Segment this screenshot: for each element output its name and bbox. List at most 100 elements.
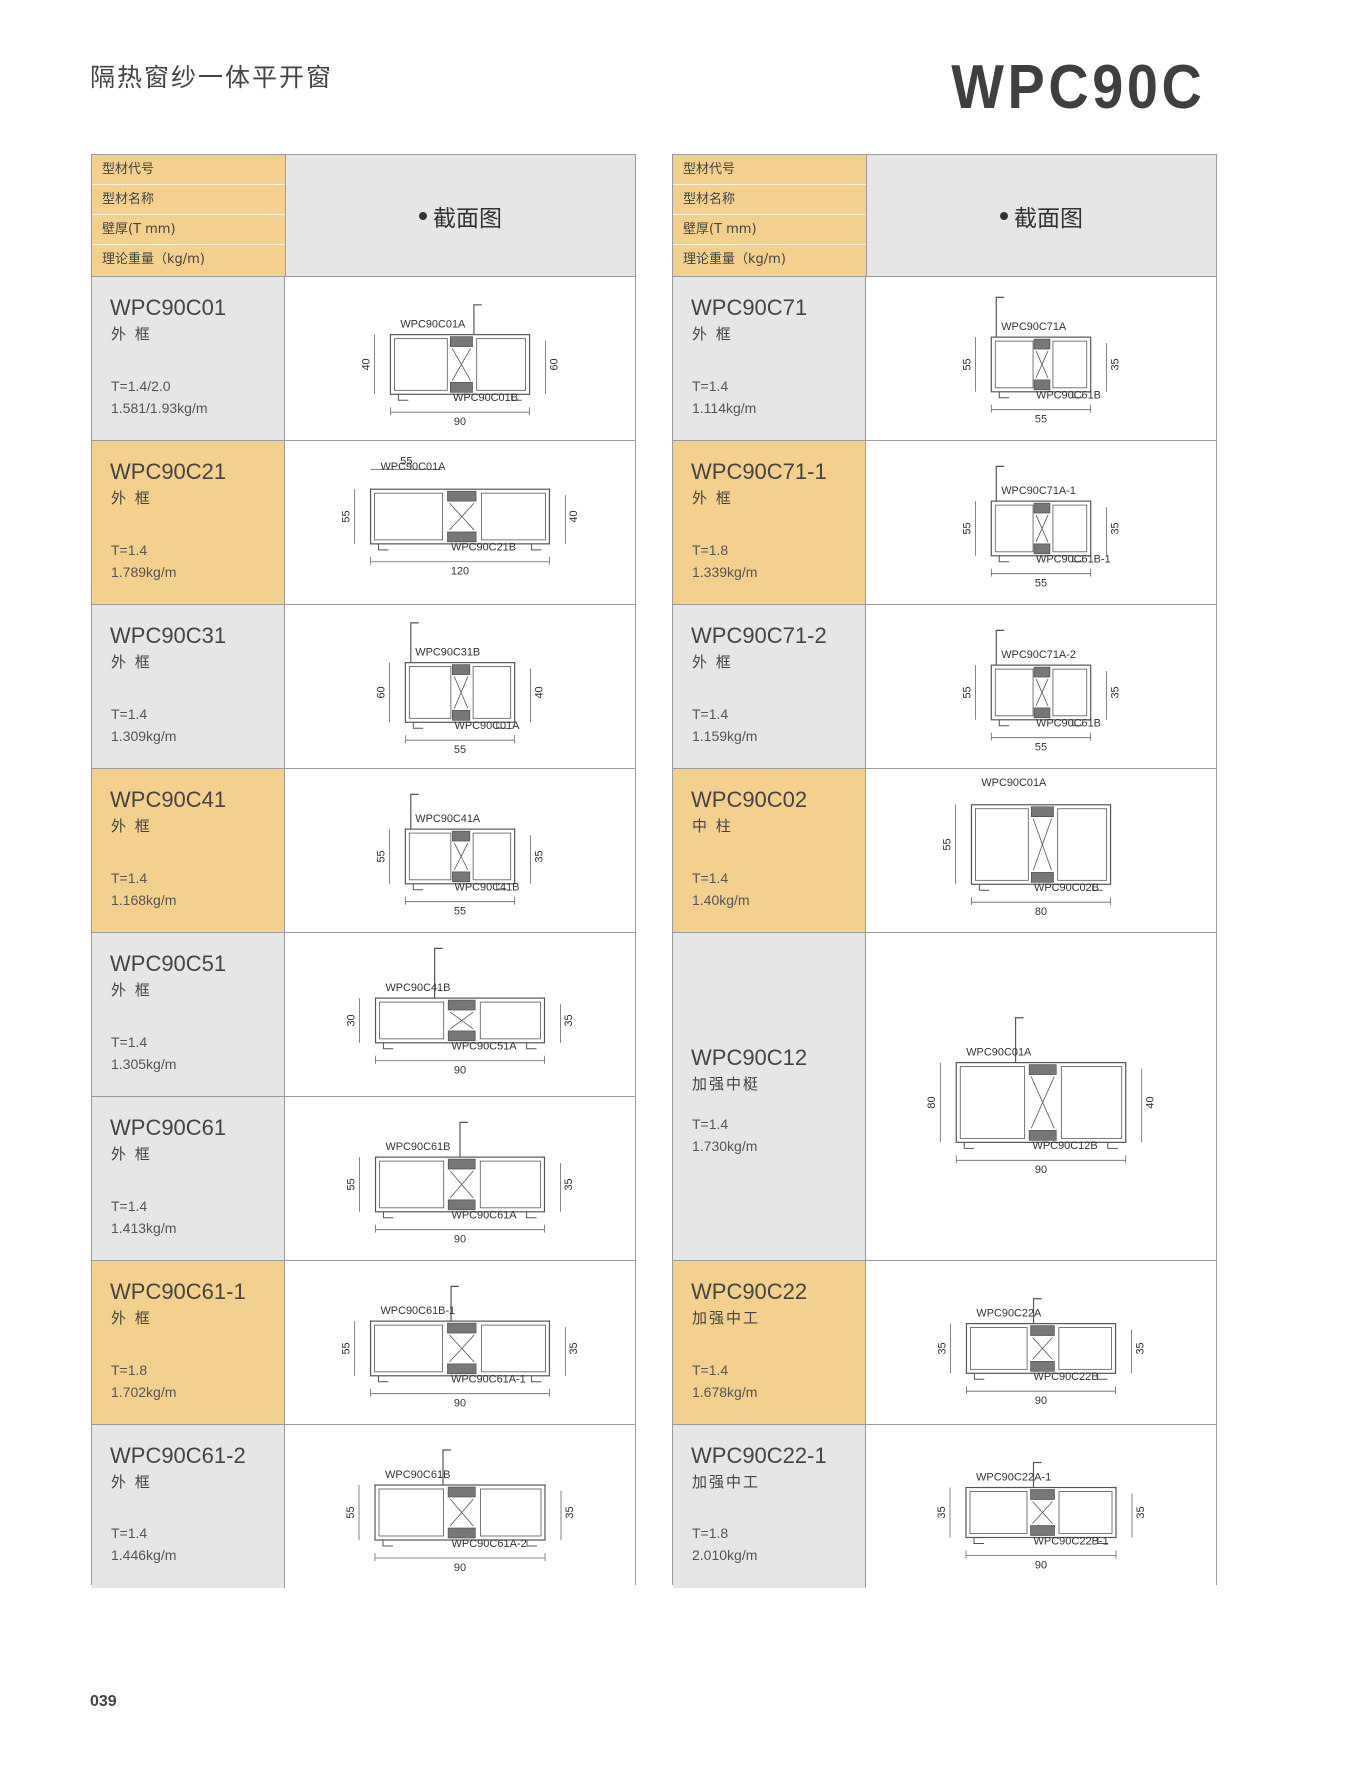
dimension-width: 90 bbox=[454, 1234, 466, 1246]
dimension-height-right: 35 bbox=[564, 1506, 576, 1518]
profile-weight: 1.413kg/m bbox=[111, 1220, 177, 1236]
dimension-height-left: 35 bbox=[936, 1342, 948, 1354]
profile-chamber bbox=[975, 808, 1029, 881]
dimension-height-right: 40 bbox=[533, 686, 545, 698]
thermal-break-strip bbox=[447, 531, 477, 543]
profile-type: 外 框 bbox=[111, 1145, 152, 1163]
dimension-height-right: 35 bbox=[1109, 686, 1121, 698]
profile-thickness: T=1.8 bbox=[692, 1525, 729, 1541]
profile-code: WPC90C02 bbox=[691, 787, 808, 812]
profile-type: 外 框 bbox=[111, 653, 152, 671]
thermal-break-link bbox=[449, 1170, 474, 1199]
dimension-height-left: 55 bbox=[961, 522, 973, 534]
part-label: WPC90C61A-2 bbox=[452, 1538, 527, 1550]
profile-foot bbox=[378, 1375, 542, 1383]
thermal-break-strip bbox=[1030, 1325, 1055, 1336]
header-fields: 型材代号 型材名称 壁厚(T mm) 理论重量（kg/m) bbox=[673, 155, 867, 276]
part-label: WPC90C51A bbox=[452, 1041, 518, 1053]
profile-foot bbox=[397, 394, 522, 401]
part-label: WPC90C61B bbox=[1036, 390, 1101, 402]
profile-chamber bbox=[1058, 1327, 1112, 1370]
profile-weight: 1.678kg/m bbox=[692, 1384, 758, 1400]
thermal-break-link bbox=[1032, 1501, 1053, 1524]
dimension-height-right: 35 bbox=[1135, 1506, 1147, 1518]
profile-thickness: T=1.4 bbox=[111, 542, 148, 558]
profile-fin bbox=[1032, 1298, 1042, 1324]
profile-thickness: T=1.4 bbox=[692, 706, 729, 722]
dimension-height-right: 35 bbox=[533, 850, 545, 862]
dimension-width: 90 bbox=[454, 1398, 466, 1410]
profile-fin bbox=[459, 1121, 468, 1158]
profile-fin bbox=[410, 622, 419, 663]
profile-foot bbox=[963, 1142, 1118, 1149]
part-label: WPC90C22B-1 bbox=[1034, 1535, 1109, 1547]
profile-foot bbox=[382, 1211, 537, 1219]
part-label: WPC90C21B bbox=[451, 542, 516, 554]
dimension-width: 55 bbox=[454, 906, 466, 918]
profile-chamber bbox=[379, 1001, 445, 1040]
profile-foot bbox=[412, 883, 507, 891]
header-field-name: 型材名称 bbox=[673, 185, 866, 215]
dimension-width: 80 bbox=[1035, 906, 1047, 918]
profile-fin bbox=[1032, 1461, 1042, 1488]
profile-weight: 1.159kg/m bbox=[692, 728, 758, 744]
profile-code: WPC90C31 bbox=[110, 623, 227, 648]
profile-type: 中 柱 bbox=[692, 817, 733, 835]
thermal-break-strip bbox=[1030, 872, 1054, 883]
thermal-break-link bbox=[1032, 818, 1052, 871]
dimension-height-right: 35 bbox=[1134, 1342, 1146, 1354]
profile-code: WPC90C21 bbox=[110, 459, 227, 484]
profile-weight: 1.789kg/m bbox=[111, 564, 177, 580]
thermal-break-strip bbox=[1033, 543, 1051, 555]
dimension-height-left: 80 bbox=[926, 1096, 938, 1108]
dimension-height-right: 35 bbox=[1109, 358, 1121, 370]
profile-type: 外 框 bbox=[111, 1473, 152, 1491]
thermal-break-strip bbox=[452, 710, 471, 721]
dimension-width: 90 bbox=[454, 1065, 466, 1077]
part-label: WPC90C31B bbox=[415, 647, 480, 659]
profile-chamber bbox=[959, 1066, 1026, 1139]
profile-weight: 1.581/1.93kg/m bbox=[111, 400, 208, 416]
profile-table-left: 型材代号 型材名称 壁厚(T mm) 理论重量（kg/m) 截面图 WPC90C… bbox=[91, 154, 636, 1588]
part-label: WPC90C61B-1 bbox=[1036, 554, 1111, 566]
dimension-height-right: 35 bbox=[568, 1342, 580, 1354]
table-header: 型材代号 型材名称 壁厚(T mm) 理论重量（kg/m) 截面图 bbox=[673, 155, 1216, 277]
dimension-height-left: 55 bbox=[375, 850, 387, 862]
profile-type: 外 框 bbox=[111, 981, 152, 999]
thermal-break-strip bbox=[1030, 806, 1054, 818]
dimension-height-left: 35 bbox=[936, 1506, 948, 1518]
part-label: WPC90C01A bbox=[380, 461, 446, 473]
profile-code: WPC90C51 bbox=[110, 951, 227, 976]
profile-fin bbox=[995, 465, 1005, 502]
header-field-weight: 理论重量（kg/m) bbox=[683, 252, 786, 267]
profile-code: WPC90C61-1 bbox=[110, 1279, 246, 1304]
part-label: WPC90C61B bbox=[385, 1469, 450, 1481]
profile-chamber bbox=[479, 1001, 541, 1040]
part-label: WPC90C61A-1 bbox=[451, 1374, 526, 1386]
profile-type: 加强中工 bbox=[692, 1473, 761, 1491]
profile-code: WPC90C01 bbox=[110, 295, 227, 320]
